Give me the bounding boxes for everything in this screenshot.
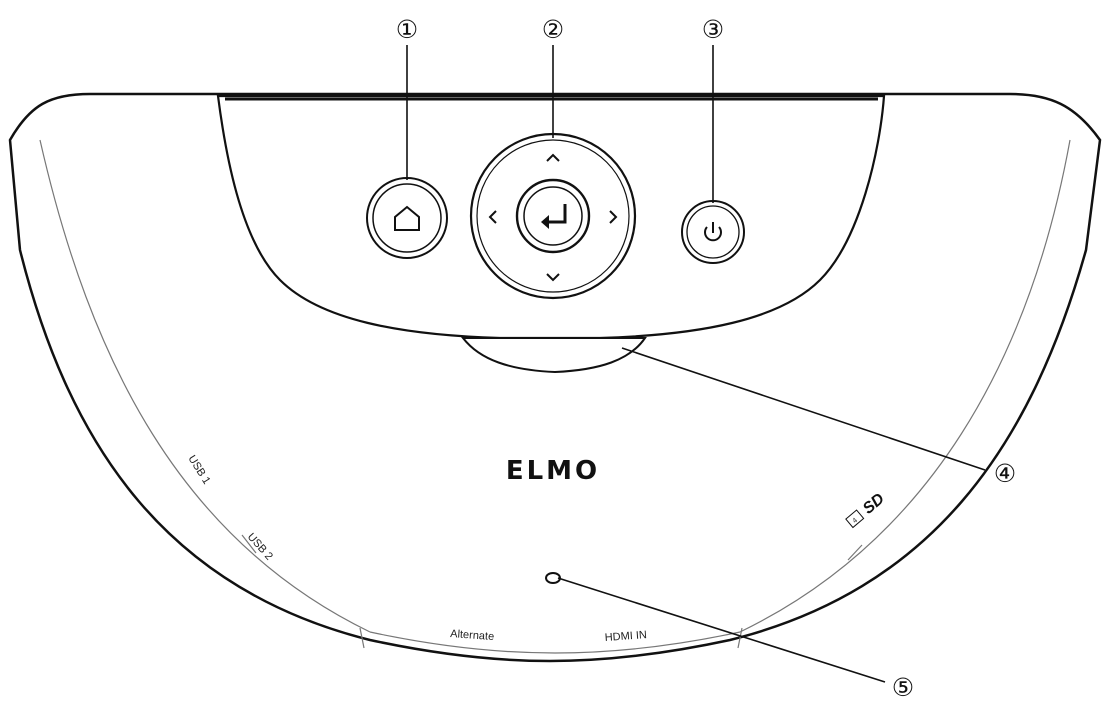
rim-notch (359, 627, 365, 649)
chevron-down-icon[interactable] (546, 273, 560, 282)
left-rim-line (39, 139, 371, 633)
callout-1: ① (396, 15, 418, 44)
rim-notch (737, 627, 743, 649)
chevron-up-icon[interactable] (546, 153, 560, 162)
callout-4: ④ (994, 459, 1016, 488)
enter-button[interactable] (515, 178, 591, 254)
callout-3: ③ (702, 15, 724, 44)
home-icon (394, 205, 420, 231)
rim-notch (241, 534, 257, 554)
callout-line-4 (621, 347, 986, 471)
hdmi-in-label: HDMI IN (604, 629, 647, 644)
brand-logo: ELMO (506, 456, 600, 486)
enter-icon (541, 204, 567, 229)
sd-slot-number: 4 (851, 517, 859, 525)
sd-card-icon (845, 509, 865, 529)
chevron-right-icon[interactable] (609, 210, 618, 224)
chevron-left-icon[interactable] (488, 210, 497, 224)
alternate-label: Alternate (450, 628, 495, 643)
callout-5: ⑤ (892, 673, 914, 702)
rim-notch (847, 544, 863, 561)
bottom-rim-line (369, 631, 741, 654)
power-icon (704, 222, 722, 242)
right-rim-line (739, 139, 1071, 633)
status-led (545, 572, 561, 584)
power-button[interactable] (681, 200, 745, 264)
callout-line-5 (557, 577, 886, 683)
home-button[interactable] (366, 177, 448, 259)
callout-2: ② (542, 15, 564, 44)
